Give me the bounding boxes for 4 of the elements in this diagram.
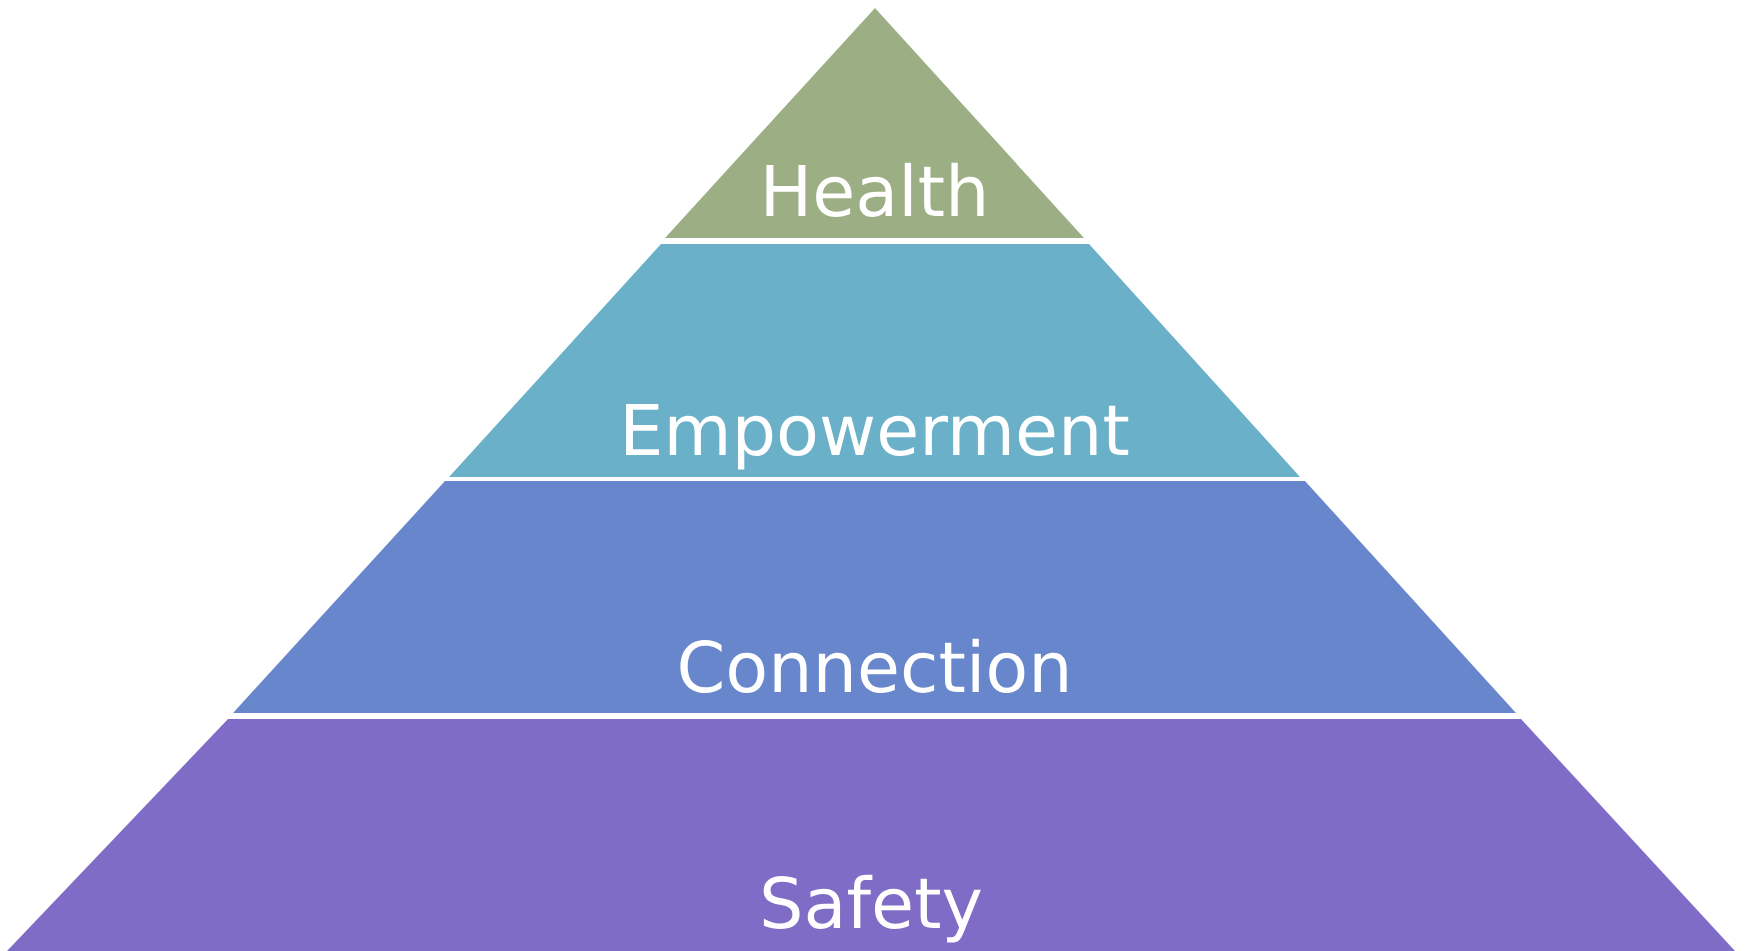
pyramid-layer: Health [665, 8, 1084, 238]
pyramid-layer: Safety [7, 719, 1735, 951]
pyramid-layer: Empowerment [449, 244, 1300, 477]
pyramid-layer: Connection [233, 481, 1516, 713]
